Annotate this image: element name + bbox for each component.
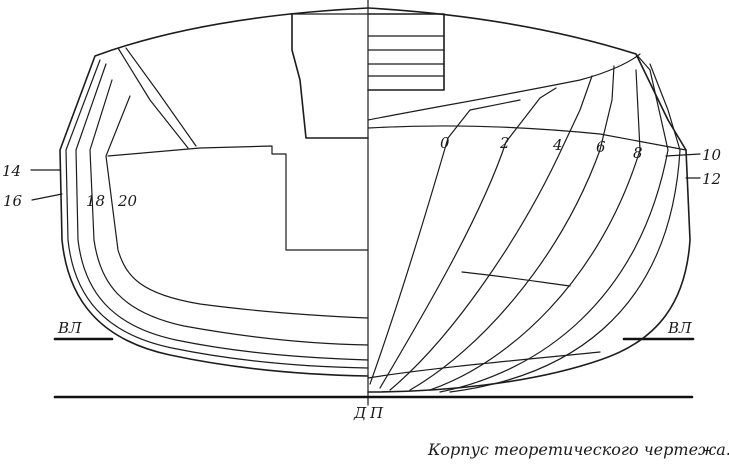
stern-section-14: [65, 59, 369, 369]
bow-section-8: [429, 69, 641, 391]
bow-outer-contour: [367, 7, 691, 393]
stern-half: [30, 7, 369, 377]
transom-outline: [107, 145, 369, 251]
label-baseline-left: Д: [353, 404, 367, 422]
bow-section-0: [369, 99, 521, 385]
bow-section-2: [379, 87, 557, 389]
label-station-16: 16: [3, 192, 23, 210]
bow-section-12: [449, 63, 681, 393]
label-station-0: 0: [440, 134, 450, 152]
stern-section-20: [105, 95, 369, 319]
superstructure-right: [367, 13, 445, 91]
bow-section-10: [439, 53, 669, 393]
figure-caption: Корпус теоретического чертежа.: [428, 440, 729, 459]
label-station-8: 8: [633, 144, 643, 162]
label-station-20: 20: [117, 192, 138, 210]
label-waterline-left: ВЛ: [57, 319, 82, 337]
transom-line-2: [125, 47, 197, 147]
bow-waterline-2: [367, 351, 601, 379]
leader-10: [665, 153, 701, 157]
bow-half: [367, 7, 701, 393]
label-waterline-right: ВЛ: [667, 319, 692, 337]
bow-section-6: [409, 65, 615, 391]
label-station-2: 2: [499, 134, 510, 152]
label-baseline-right: П: [369, 404, 384, 422]
label-station-10: 10: [702, 146, 722, 164]
deck-line-2: [367, 125, 687, 151]
leader-16: [31, 193, 63, 201]
stern-section-18: [89, 79, 369, 346]
stern-section-16: [75, 63, 369, 361]
superstructure-left: [291, 13, 369, 139]
label-station-12: 12: [702, 170, 721, 188]
label-station-6: 6: [596, 138, 606, 156]
bow-waterline-1: [461, 271, 571, 287]
bow-section-4: [389, 75, 593, 391]
deck-line-1: [367, 53, 641, 121]
label-station-4: 4: [552, 136, 563, 154]
label-station-18: 18: [86, 192, 105, 210]
transom-line-1: [117, 47, 189, 149]
stern-outer-contour: [59, 7, 369, 377]
label-station-14: 14: [2, 162, 21, 180]
